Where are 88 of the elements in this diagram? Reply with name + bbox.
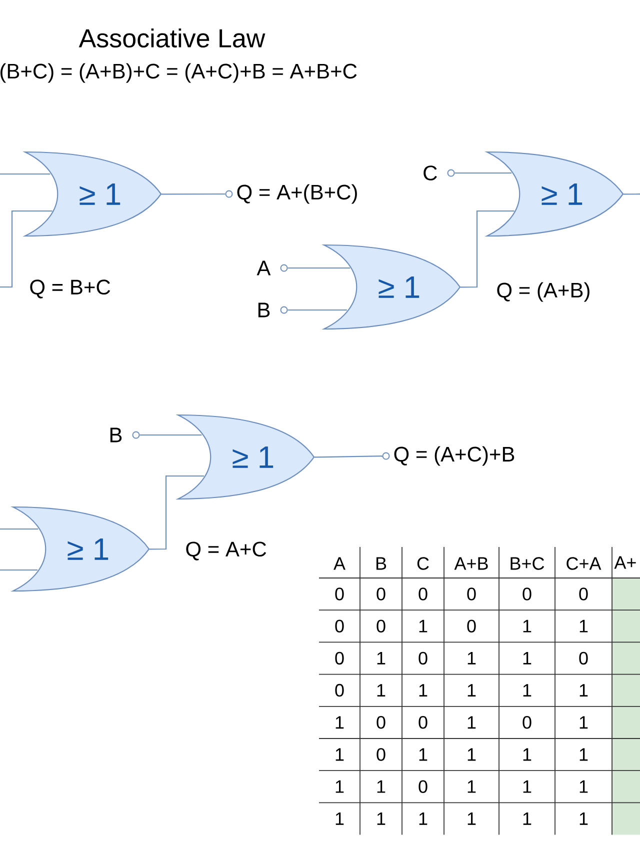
- table-cell: 0: [376, 620, 386, 632]
- or-gate: ≥ 1: [24, 151, 162, 237]
- table-cell: 1: [580, 780, 588, 793]
- or-gate: ≥ 1: [486, 151, 624, 237]
- table-cell: 1: [580, 812, 588, 825]
- table-cell: 1: [468, 652, 476, 664]
- table-cell: 1: [419, 812, 428, 825]
- wire: [623, 193, 640, 195]
- title: Associative Law: [78, 28, 266, 48]
- table-header: B+C: [510, 557, 544, 570]
- table-cell: 0: [418, 716, 428, 729]
- wire: [149, 475, 204, 550]
- output-label: Q = (A+B): [497, 282, 590, 302]
- wire: [140, 434, 202, 436]
- terminal: Q = (A+C)+B: [382, 446, 514, 466]
- table-cell: 1: [468, 780, 476, 793]
- node-label: B: [258, 302, 270, 318]
- or-gate: ≥ 1: [323, 244, 461, 330]
- table-cell: 1: [336, 716, 344, 729]
- table-cell: 1: [523, 812, 532, 825]
- wire: [0, 173, 50, 175]
- table-header: A+B: [454, 557, 488, 570]
- table-cell: 1: [419, 620, 428, 632]
- terminal: B: [258, 302, 288, 318]
- table-cell: 0: [579, 588, 588, 600]
- table-cell: 0: [579, 652, 588, 665]
- table-cell: 0: [467, 588, 476, 600]
- or-gate: ≥ 1: [12, 506, 150, 592]
- table-header: B: [376, 557, 386, 570]
- table-cell: 0: [467, 620, 476, 632]
- table-header: A+: [614, 556, 636, 569]
- wire: [454, 172, 512, 174]
- output-label: Q = B+C: [30, 280, 110, 298]
- table-header: C: [417, 557, 429, 570]
- table-cell: 1: [419, 684, 428, 696]
- wire: [0, 569, 38, 571]
- terminal: B: [110, 428, 140, 442]
- table-cell: 0: [335, 652, 344, 665]
- wire: [288, 267, 350, 269]
- table-cell: 1: [468, 748, 476, 761]
- wire: [161, 193, 226, 195]
- terminal: Q = A+(B+C): [225, 184, 357, 204]
- table-cell: 0: [376, 748, 386, 761]
- table-cell: 1: [523, 652, 532, 664]
- table-cell: 1: [336, 812, 344, 825]
- table-cell: 1: [377, 684, 386, 696]
- wire: [0, 210, 52, 288]
- wire: [314, 456, 382, 458]
- table-cell: 0: [522, 588, 532, 600]
- table-cell: 1: [336, 748, 344, 761]
- node-label: C: [424, 166, 437, 180]
- wire: [0, 528, 38, 530]
- equation: (B+C) = (A+B)+C = (A+C)+B = A+B+C: [0, 63, 357, 83]
- table-cell: 1: [580, 620, 588, 632]
- table-cell: 0: [418, 652, 428, 665]
- node-label: A: [256, 260, 271, 276]
- or-gate: ≥ 1: [177, 414, 315, 500]
- terminal: A: [256, 260, 288, 276]
- node-label: B: [110, 428, 122, 442]
- table-cell: 1: [377, 780, 386, 793]
- table-cell: 0: [335, 684, 344, 697]
- table-cell: 1: [580, 684, 588, 696]
- table-cell: 1: [377, 652, 386, 664]
- table-cell: 0: [376, 588, 386, 600]
- table-cell: 0: [335, 588, 344, 600]
- table-cell: 1: [523, 748, 532, 761]
- table-cell: 0: [335, 620, 344, 632]
- output-label: Q = A+C: [186, 542, 266, 560]
- table-header: C+A: [566, 557, 602, 570]
- table-cell: 0: [522, 716, 532, 729]
- table-cell: 0: [376, 716, 386, 729]
- table-cell: 1: [336, 780, 344, 793]
- wire: [460, 210, 514, 288]
- table-cell: 1: [523, 684, 532, 696]
- table-cell: 1: [377, 812, 386, 825]
- table-cell: 0: [418, 588, 428, 600]
- table-cell: 1: [580, 748, 588, 761]
- table-cell: 0: [418, 780, 428, 793]
- wire: [288, 309, 347, 311]
- table-cell: 1: [468, 716, 476, 729]
- table-cell: 1: [580, 716, 588, 729]
- table-cell: 1: [523, 620, 532, 632]
- table-cell: 1: [523, 780, 532, 793]
- terminal: C: [424, 166, 455, 180]
- table-cell: 1: [468, 684, 476, 696]
- table-cell: 1: [419, 748, 428, 761]
- table-header: A: [334, 557, 346, 570]
- table-cell: 1: [468, 812, 476, 825]
